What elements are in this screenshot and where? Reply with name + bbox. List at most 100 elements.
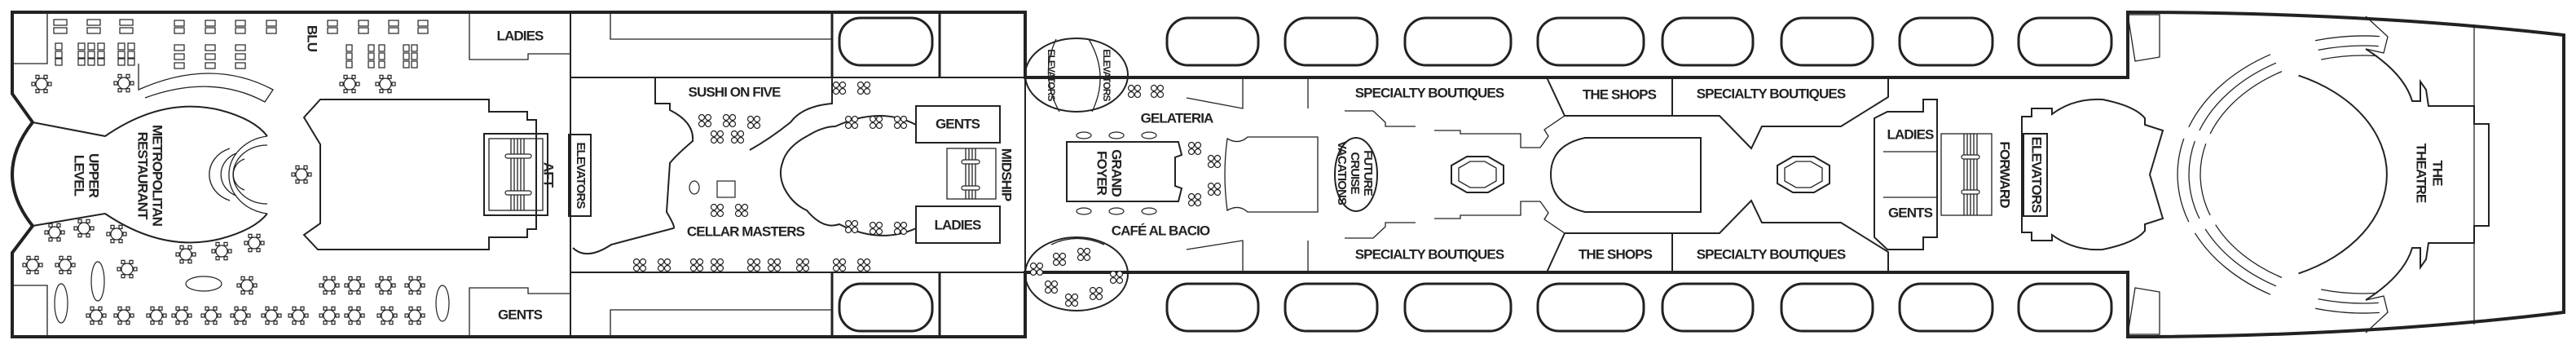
lounge-chair — [716, 136, 724, 144]
lounge-chair — [1213, 182, 1222, 190]
lifeboat — [1536, 282, 1645, 333]
chair — [416, 290, 421, 295]
lounge-chair — [1150, 84, 1158, 92]
theatre-seat-row — [2318, 298, 2379, 304]
booth — [368, 44, 375, 52]
chair — [351, 89, 356, 94]
lifeboat — [1284, 16, 1379, 67]
booth — [327, 20, 338, 27]
lounge-chair — [1089, 293, 1097, 301]
lifeboat — [1165, 282, 1260, 333]
label-forward-stairs: FORWARD — [1997, 141, 2013, 208]
round-table — [117, 309, 130, 322]
lounge-chair — [844, 115, 852, 123]
booth — [205, 27, 216, 34]
theatre-seat-row — [2321, 289, 2378, 294]
lounge-chair — [746, 264, 755, 272]
chair — [55, 263, 59, 267]
lounge-chair — [716, 264, 724, 272]
lounge-chair — [1036, 268, 1044, 276]
lounge-chair — [832, 264, 840, 272]
booth — [266, 27, 277, 34]
lounge-chair — [863, 81, 871, 89]
chair — [158, 306, 163, 311]
chair — [117, 88, 122, 93]
round-table — [150, 309, 163, 322]
lounge-chair — [1127, 91, 1135, 99]
chair — [343, 74, 348, 79]
lounge-chair — [696, 264, 704, 272]
lounge-chair — [710, 130, 718, 138]
theatre-seat-row — [2204, 228, 2277, 287]
lounge-chair — [716, 203, 724, 211]
label-grand-foyer-line1: GRAND — [1109, 149, 1125, 197]
chair — [344, 313, 349, 318]
round-table — [205, 309, 218, 322]
label-grand-foyer-line2: FOYER — [1094, 151, 1110, 196]
lounge-chair — [753, 258, 761, 266]
label-future-cruise-line3: VACATIONS — [1335, 141, 1349, 205]
lounge-chair — [1052, 252, 1060, 260]
lounge-chair — [730, 136, 738, 144]
label-cafe-al-bacio: CAFÉ AL BACIO — [1112, 223, 1210, 238]
chair — [205, 306, 209, 311]
theatre-seat-row — [2215, 224, 2283, 278]
lifeboat — [1898, 282, 1994, 333]
label-theatre-line1: THE — [2430, 160, 2446, 186]
theatre-stage-arc — [2298, 74, 2388, 275]
booth — [77, 51, 86, 59]
lounge-chair — [851, 219, 859, 228]
chair — [356, 276, 361, 281]
label-specialty-boutiques-bottom-aft: SPECIALTY BOUTIQUES — [1355, 246, 1504, 262]
booth — [411, 52, 418, 60]
chair — [277, 313, 282, 318]
round-table — [110, 228, 123, 241]
chair — [319, 283, 324, 288]
lounge-chair — [869, 221, 877, 229]
chair — [236, 283, 241, 288]
round-table — [292, 309, 305, 322]
label-gelateria: GELATERIA — [1141, 110, 1213, 126]
lifeboat — [1780, 16, 1874, 67]
label-specialty-boutiques-top-fwd: SPECIALTY BOUTIQUES — [1697, 86, 1846, 101]
label-cellar-masters: CELLAR MASTERS — [687, 223, 805, 239]
lounge-chair — [839, 258, 847, 266]
lounge-chair — [839, 87, 847, 95]
lounge-chair — [851, 226, 859, 234]
chair — [240, 276, 245, 281]
lounge-chair — [832, 81, 840, 89]
lounge-chair — [1213, 154, 1222, 162]
chair — [175, 320, 180, 325]
chair — [387, 290, 392, 295]
chair — [249, 276, 253, 281]
lounge-chair — [863, 258, 871, 266]
booth — [235, 27, 246, 34]
lounge-chair — [1116, 276, 1124, 285]
chair — [47, 82, 52, 86]
chair — [273, 306, 278, 311]
chair — [387, 276, 392, 281]
chair — [129, 274, 134, 279]
lounge-chair — [1064, 299, 1072, 307]
round-table — [90, 309, 103, 322]
lounge-chair — [657, 264, 665, 272]
chair — [187, 245, 192, 250]
lounge-chair — [900, 228, 908, 236]
chair — [379, 290, 384, 295]
chair — [217, 313, 222, 318]
round-table — [179, 248, 192, 261]
lounge-chair — [1156, 84, 1165, 92]
lounge-chair — [734, 203, 742, 211]
chair — [331, 290, 336, 295]
chair — [117, 306, 122, 311]
lounge-chair — [746, 115, 755, 123]
chair — [379, 74, 384, 79]
chair — [348, 290, 353, 295]
chair — [323, 306, 328, 311]
lifeboat — [1284, 282, 1379, 333]
lounge-chair — [1194, 148, 1202, 156]
booth — [117, 42, 125, 51]
chair — [133, 267, 138, 272]
chair — [376, 313, 381, 318]
label-elevators-port: ELEVATORS — [1046, 49, 1057, 101]
